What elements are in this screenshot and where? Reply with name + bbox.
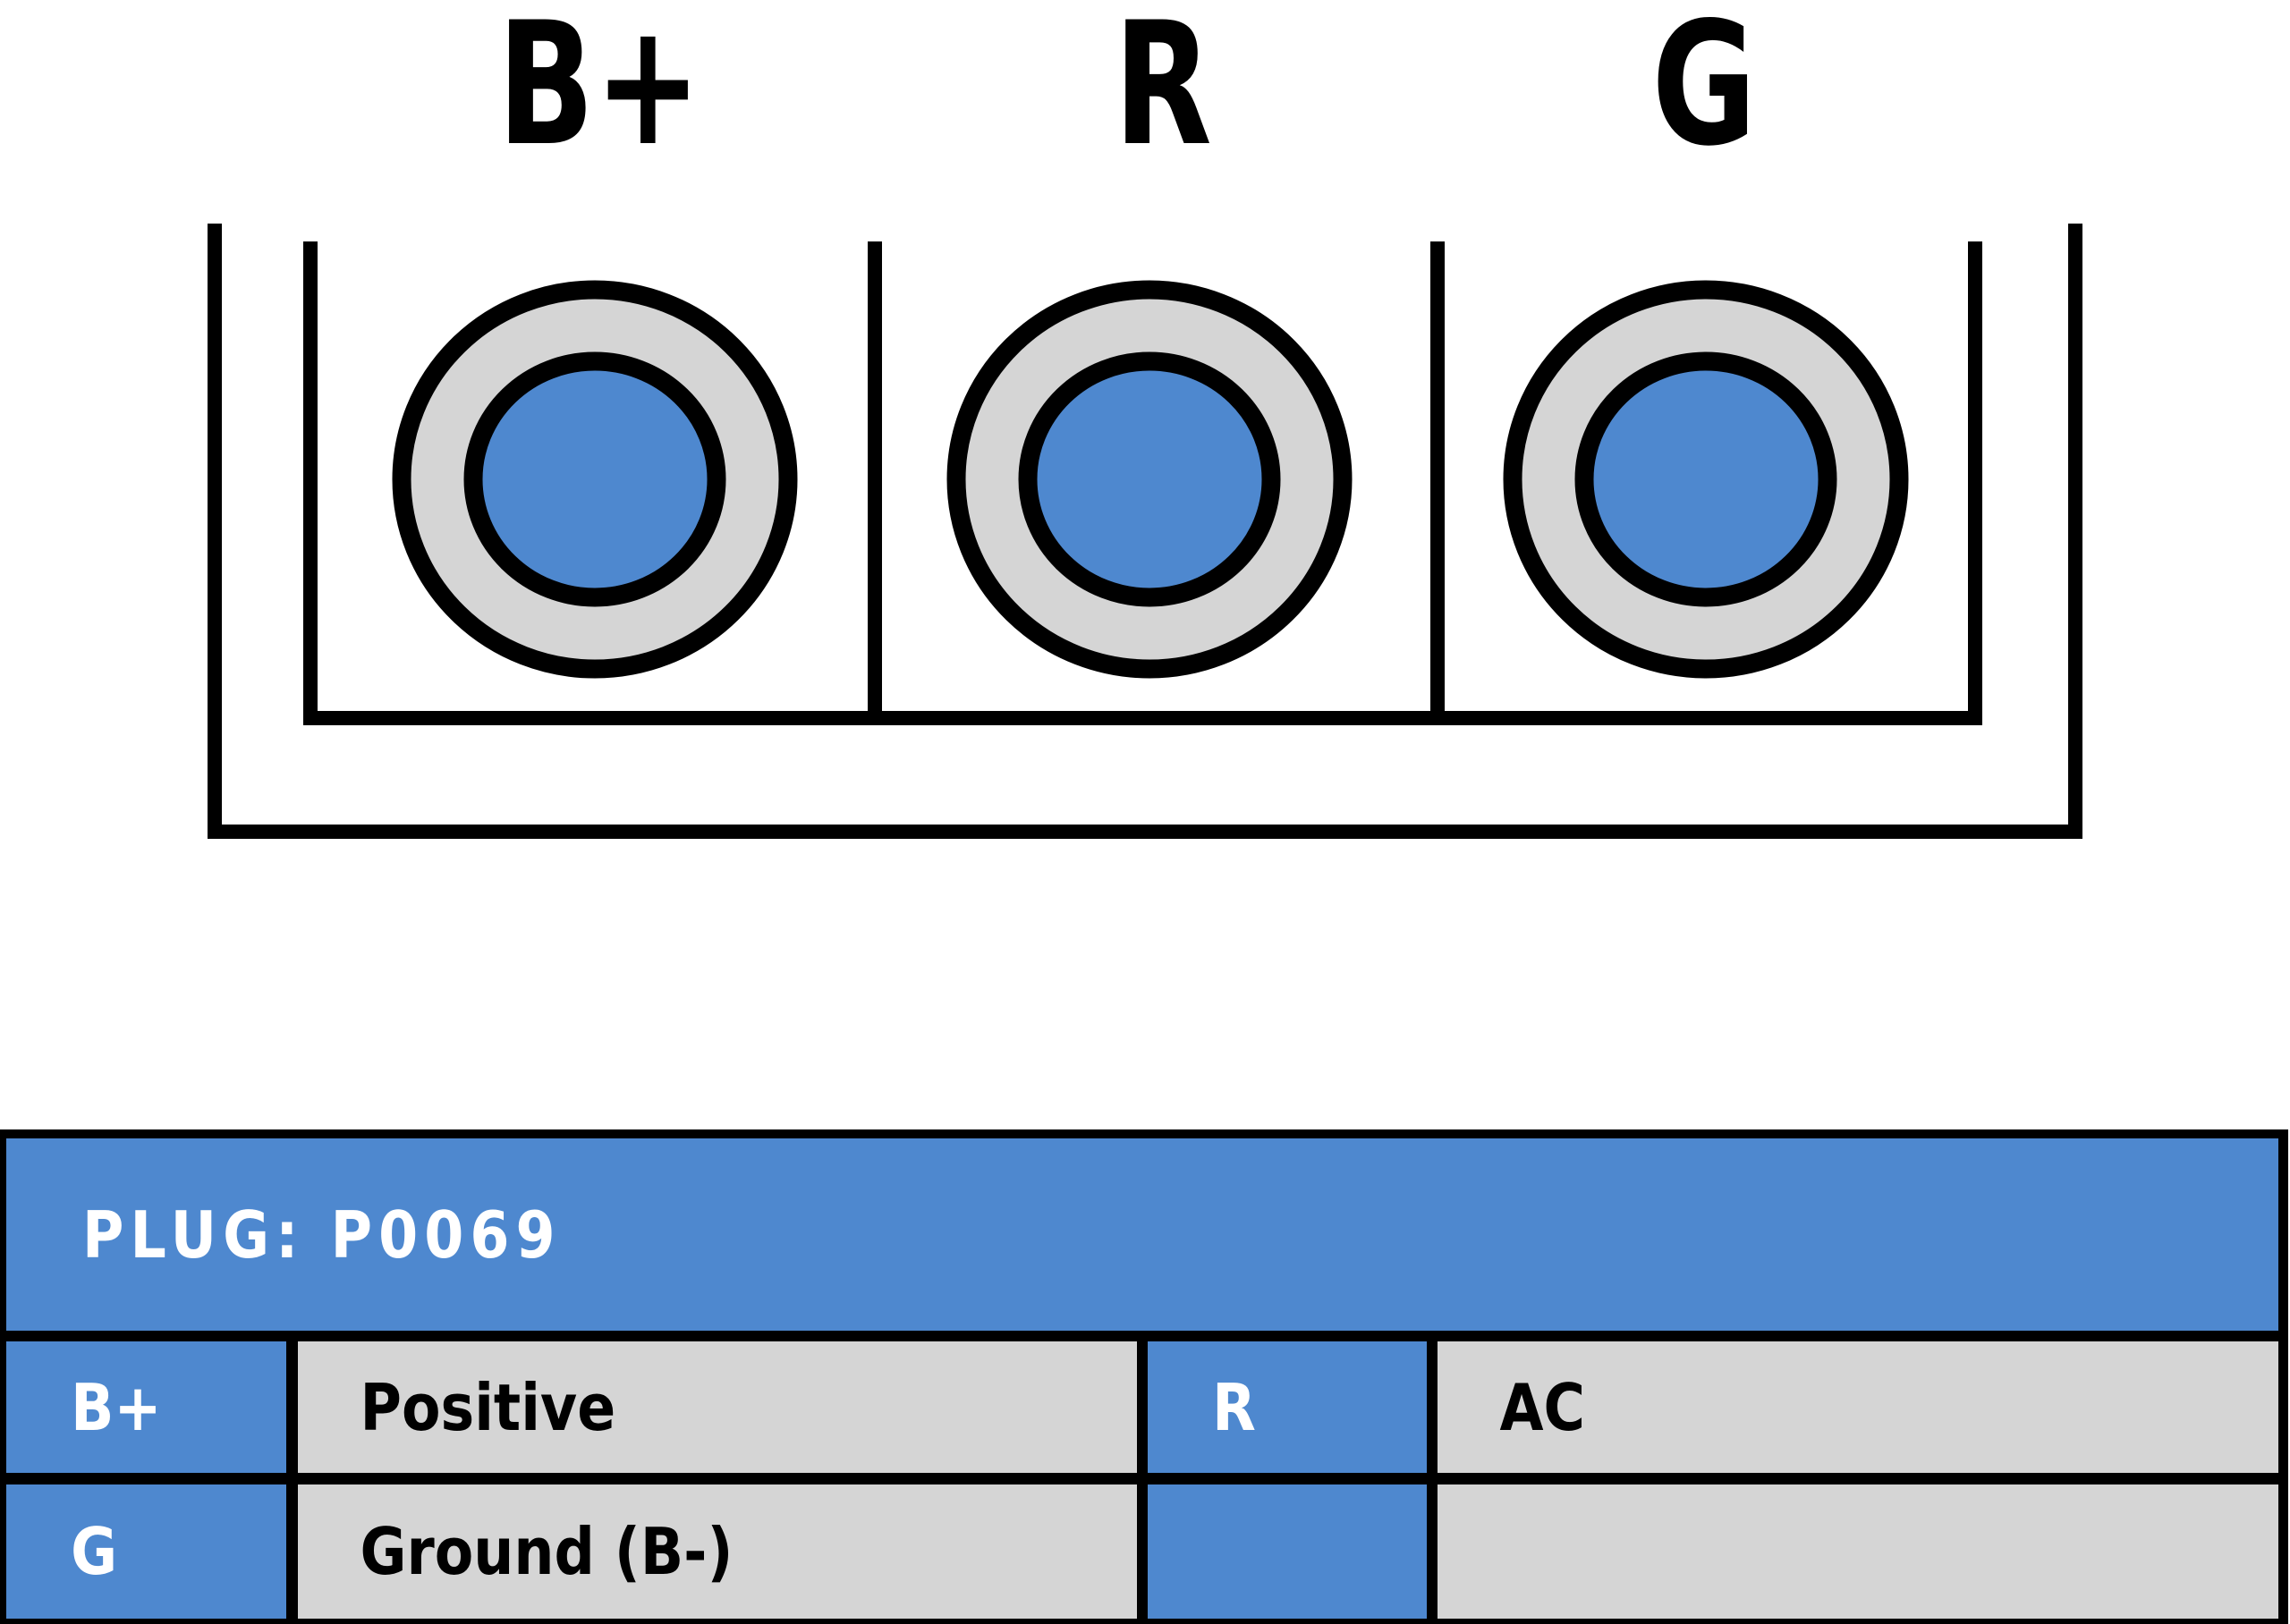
- socket-pin-icon: [1018, 351, 1281, 607]
- plug-title: PLUG: P0069: [82, 1197, 562, 1273]
- desc-cell-positive: Positive: [298, 1341, 1137, 1473]
- pin-cell-g: G: [6, 1484, 286, 1619]
- socket-g: [1503, 280, 1909, 679]
- pin-description: Ground (B-): [360, 1514, 734, 1589]
- pin-label: R: [1212, 1369, 1256, 1445]
- desc-cell-empty: [1438, 1484, 2278, 1619]
- pin-cell-empty: [1148, 1484, 1427, 1619]
- desc-cell-ac: AC: [1438, 1341, 2278, 1473]
- pin-cell-r: R: [1148, 1341, 1427, 1473]
- pin-label: G: [71, 1514, 118, 1589]
- desc-cell-ground: Ground (B-): [298, 1484, 1137, 1619]
- socket-pin-icon: [1574, 351, 1837, 607]
- socket-r: [946, 280, 1353, 679]
- pin-label: B+: [71, 1369, 162, 1445]
- pin-description: AC: [1499, 1369, 1586, 1445]
- pin-cell-b-plus: B+: [6, 1341, 286, 1473]
- terminal-label-b-plus: B+: [496, 0, 702, 183]
- pin-description: Positive: [360, 1369, 616, 1445]
- terminal-label-r: R: [1114, 0, 1212, 183]
- connector-inner-outline: [303, 241, 1982, 725]
- plug-table-header: PLUG: P0069: [6, 1138, 2278, 1331]
- terminal-label-g: G: [1651, 0, 1757, 183]
- plug-table: PLUG: P0069 B+ Positive R AC G Ground (B…: [0, 1129, 2288, 1624]
- connector-outer-outline: [208, 224, 2082, 839]
- socket-pin-icon: [463, 351, 726, 607]
- socket-b-plus: [392, 280, 798, 679]
